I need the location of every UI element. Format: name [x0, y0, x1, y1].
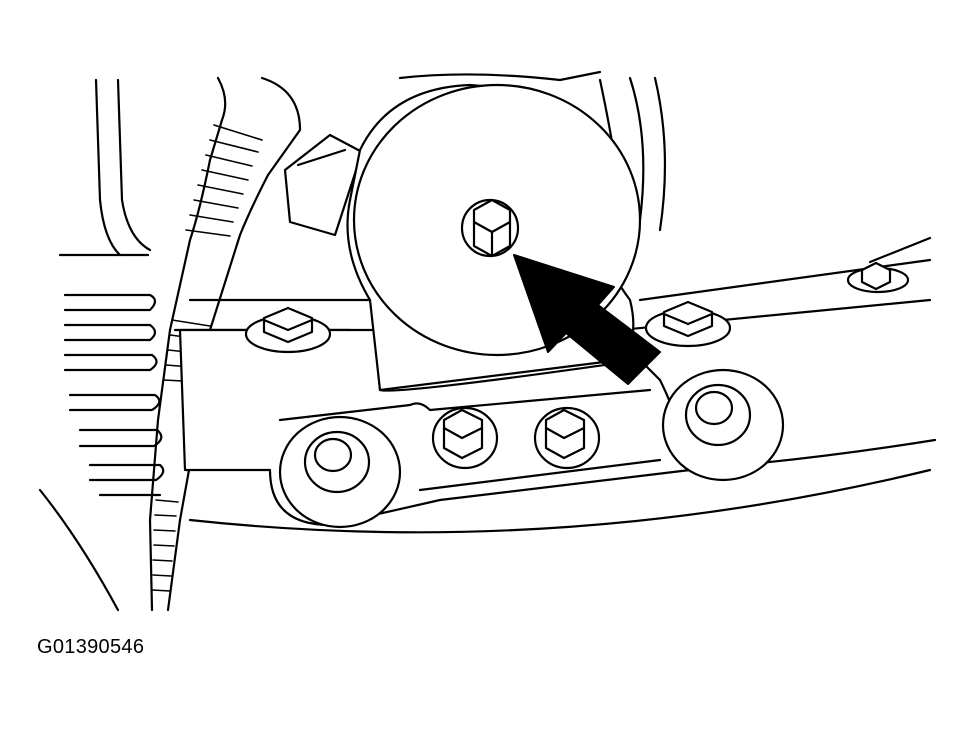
radiator-fins [63, 293, 165, 497]
arrow-icon [513, 254, 661, 385]
bolt-icon [472, 198, 512, 258]
mount-bracket [283, 133, 364, 237]
figure-id-caption: G01390546 [37, 636, 145, 658]
bolt-icon [244, 306, 332, 354]
bolt-icon [644, 300, 732, 348]
left-bushing [278, 415, 402, 529]
bolt-icon [533, 406, 601, 470]
bolt-icon [846, 261, 910, 294]
bolt-icon [431, 406, 499, 470]
right-bushing [661, 368, 785, 482]
